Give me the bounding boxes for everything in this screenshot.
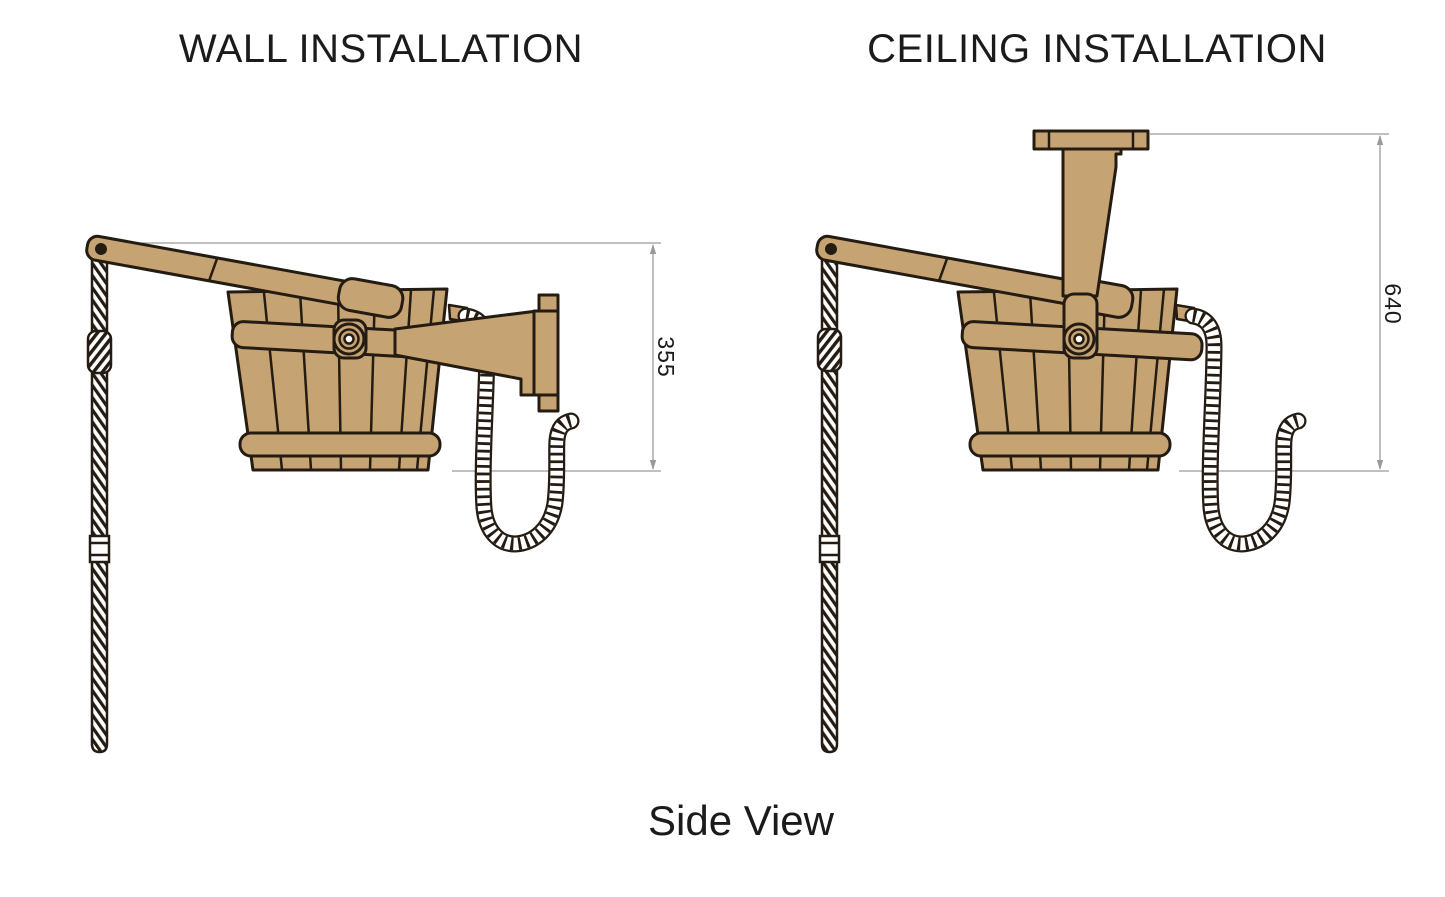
ceiling-dimension-640: 640 [1150,133,1406,472]
rope-hole [825,243,837,255]
rope-clamp [88,534,111,564]
arrowhead-up-icon [1376,135,1384,145]
arrowhead-up-icon [649,244,657,254]
rope-strand [90,250,109,754]
pull-rope [86,250,113,754]
rope-knot [86,329,113,375]
bucket-lower-hoop [238,431,442,458]
pull-rope [816,250,843,754]
dimension-value: 355 [653,336,679,377]
dimension-value: 640 [1380,283,1406,324]
bucket-lower-hoop [968,431,1172,458]
rope-strand [820,250,839,754]
arrowhead-down-icon [649,460,657,470]
rope-hole [95,243,107,255]
ceiling-bracket [1032,129,1150,298]
sauna-bucket [226,287,449,472]
ceiling-column [1061,147,1123,298]
lever-end-block [336,277,405,319]
pivot-assembly [332,318,368,360]
ceiling-installation-title: CEILING INSTALLATION [867,27,1327,71]
wall-installation-title: WALL INSTALLATION [178,27,584,71]
wall-plate-bottom-tab [537,393,560,413]
wall-bracket [393,293,560,413]
rope-knot [816,327,843,373]
wall-dimension-355: 355 [106,242,679,472]
wall-plate-top-tab [537,293,560,313]
side-view-caption: Side View [647,797,835,844]
ceiling-flange [1032,129,1150,151]
arrowhead-down-icon [1376,460,1384,470]
wall-installation-view: 355 [85,234,679,754]
pivot-assembly [1062,292,1099,360]
tipping-lever [85,234,405,319]
ceiling-installation-view: 640 [815,129,1406,754]
shower-hose [1174,303,1307,553]
rope-clamp [818,534,841,564]
